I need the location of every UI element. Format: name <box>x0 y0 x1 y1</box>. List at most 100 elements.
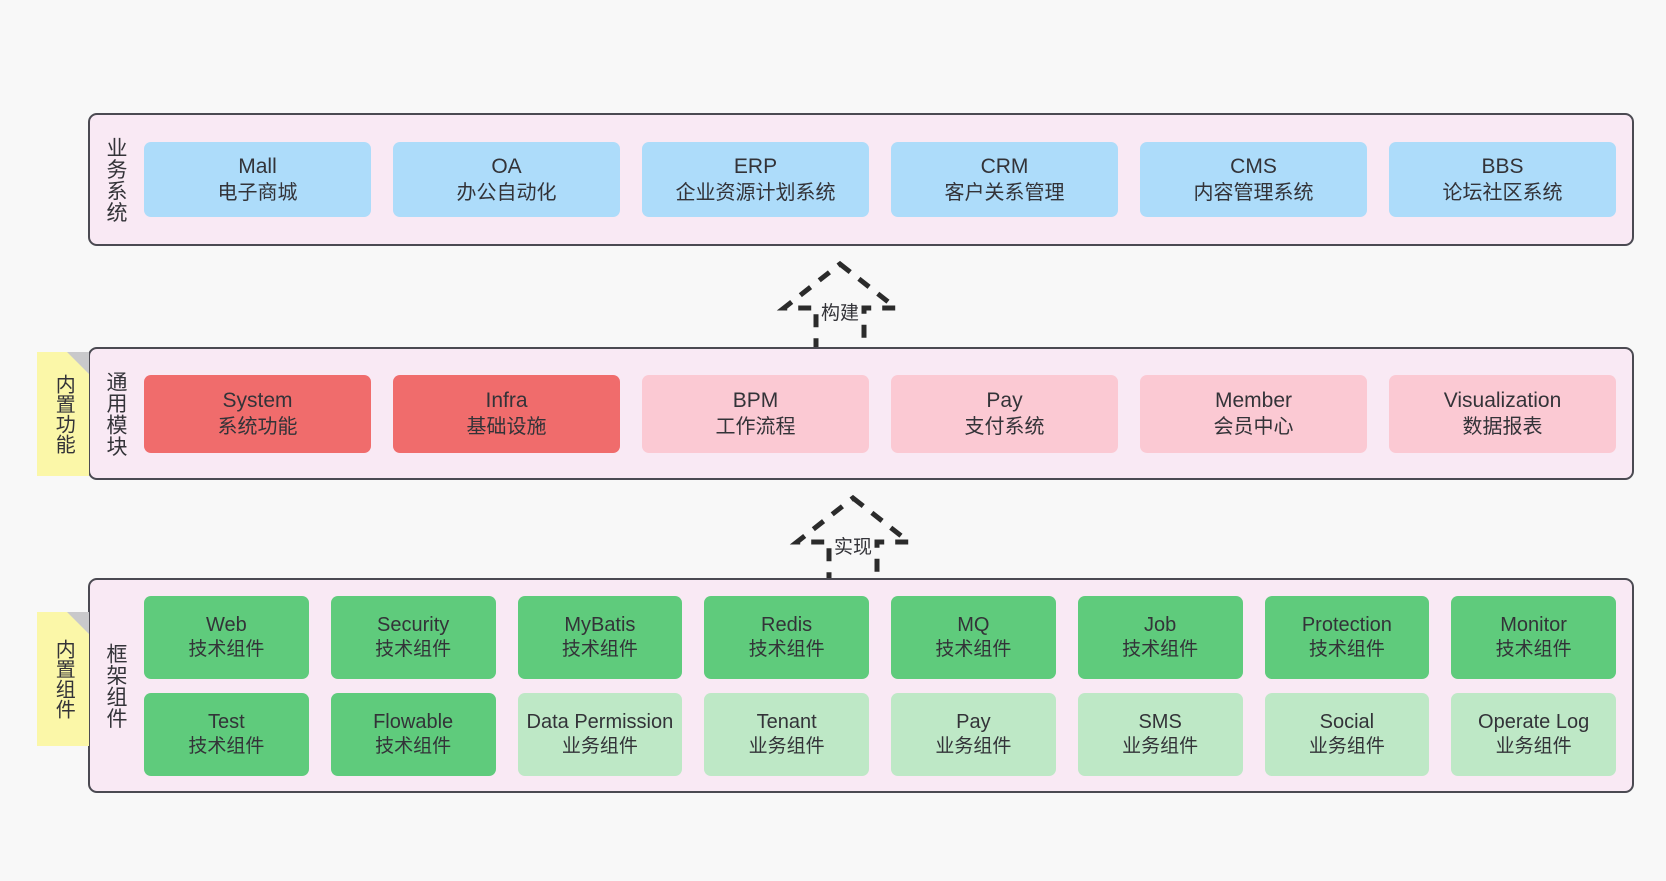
card-title-cn: 业务组件 <box>1308 735 1385 757</box>
card-title-en: Test <box>208 710 245 733</box>
card-title-cn: 技术组件 <box>375 638 452 660</box>
card-title-en: Flowable <box>373 710 454 733</box>
connector-build: 构建 <box>740 258 940 358</box>
card-title-en: System <box>222 388 293 412</box>
card-member[interactable]: Member 会员中心 <box>1140 374 1367 453</box>
layer-body-business: Mall 电子商城 OA 办公自动化 ERP 企业资源计划系统 CRM 客户关系… <box>140 115 1632 244</box>
connector-label-build: 构建 <box>820 303 860 324</box>
connector-implement: 实现 <box>753 492 953 592</box>
card-title-en: Tenant <box>756 710 817 733</box>
card-title-cn: 支付系统 <box>964 416 1045 439</box>
card-pay[interactable]: Pay 支付系统 <box>891 374 1118 453</box>
card-job[interactable]: Job 技术组件 <box>1077 595 1243 679</box>
card-title-cn: 系统功能 <box>217 416 298 439</box>
card-title-en: Protection <box>1301 613 1392 636</box>
card-infra[interactable]: Infra 基础设施 <box>393 374 620 453</box>
layer-body-modules: System 系统功能 Infra 基础设施 BPM 工作流程 Pay 支付系统… <box>140 349 1632 478</box>
layer-title-business: 业务系统 <box>103 136 127 223</box>
card-title-en: Web <box>205 613 247 636</box>
card-protection[interactable]: Protection 技术组件 <box>1264 595 1430 679</box>
sticky-note-label: 内置功能 <box>52 374 75 454</box>
card-title-en: Pay <box>986 388 1023 412</box>
sticky-note-builtin-component: 内置组件 <box>37 612 89 746</box>
cell-row: Test 技术组件 Flowable 技术组件 Data Permission … <box>144 692 1616 776</box>
card-title-cn: 技术组件 <box>935 638 1012 660</box>
card-title-cn: 业务组件 <box>1495 735 1572 757</box>
card-crm[interactable]: CRM 客户关系管理 <box>891 142 1118 217</box>
card-title-en: MQ <box>957 613 990 636</box>
card-title-en: Operate Log <box>1478 710 1590 733</box>
card-title-cn: 技术组件 <box>188 638 265 660</box>
card-title-en: Pay <box>956 710 991 733</box>
card-title-en: OA <box>491 154 522 178</box>
card-title-cn: 论坛社区系统 <box>1442 182 1563 205</box>
card-cms[interactable]: CMS 内容管理系统 <box>1140 142 1367 217</box>
connector-label-implement: 实现 <box>833 537 873 558</box>
card-erp[interactable]: ERP 企业资源计划系统 <box>642 142 869 217</box>
layer-common-modules: 通用模块 System 系统功能 Infra 基础设施 BPM 工作流程 Pay… <box>88 347 1634 480</box>
card-title-cn: 业务组件 <box>935 735 1012 757</box>
card-title-cn: 工作流程 <box>715 416 796 439</box>
card-flowable[interactable]: Flowable 技术组件 <box>330 692 496 776</box>
card-title-en: Job <box>1144 613 1177 636</box>
layer-title-framework: 框架组件 <box>103 642 127 729</box>
card-title-cn: 企业资源计划系统 <box>675 182 836 205</box>
layer-body-framework: Web 技术组件 Security 技术组件 MyBatis 技术组件 Redi… <box>140 580 1632 791</box>
card-title-en: BBS <box>1481 154 1524 178</box>
layer-business-systems: 业务系统 Mall 电子商城 OA 办公自动化 ERP 企业资源计划系统 CRM… <box>88 113 1634 246</box>
card-mall[interactable]: Mall 电子商城 <box>144 142 371 217</box>
card-title-cn: 技术组件 <box>1122 638 1199 660</box>
sticky-note-builtin-function: 内置功能 <box>37 352 89 476</box>
card-data-permission[interactable]: Data Permission 业务组件 <box>517 692 683 776</box>
card-title-en: Redis <box>761 613 813 636</box>
card-title-en: Security <box>377 613 450 636</box>
card-sms[interactable]: SMS 业务组件 <box>1077 692 1243 776</box>
card-mq[interactable]: MQ 技术组件 <box>891 595 1056 679</box>
card-visualization[interactable]: Visualization 数据报表 <box>1389 374 1616 453</box>
card-test[interactable]: Test 技术组件 <box>144 692 309 776</box>
card-mybatis[interactable]: MyBatis 技术组件 <box>517 595 683 679</box>
card-title-cn: 技术组件 <box>1308 638 1385 660</box>
card-title-cn: 基础设施 <box>466 416 547 439</box>
page-fold-icon <box>67 612 89 634</box>
cell-row: System 系统功能 Infra 基础设施 BPM 工作流程 Pay 支付系统… <box>144 374 1616 453</box>
card-system[interactable]: System 系统功能 <box>144 374 371 453</box>
cell-row: Mall 电子商城 OA 办公自动化 ERP 企业资源计划系统 CRM 客户关系… <box>144 142 1616 217</box>
card-tenant[interactable]: Tenant 业务组件 <box>704 692 869 776</box>
card-pay-component[interactable]: Pay 业务组件 <box>891 692 1056 776</box>
card-social[interactable]: Social 业务组件 <box>1264 692 1430 776</box>
card-title-en: BPM <box>732 388 779 412</box>
card-title-cn: 技术组件 <box>561 638 638 660</box>
card-title-cn: 业务组件 <box>748 735 825 757</box>
card-title-en: Member <box>1214 388 1293 412</box>
card-web[interactable]: Web 技术组件 <box>144 595 309 679</box>
card-oa[interactable]: OA 办公自动化 <box>393 142 620 217</box>
page-fold-icon <box>67 352 89 374</box>
card-bbs[interactable]: BBS 论坛社区系统 <box>1389 142 1616 217</box>
card-title-en: Visualization <box>1443 388 1562 412</box>
card-title-en: Monitor <box>1500 613 1567 636</box>
cell-row: Web 技术组件 Security 技术组件 MyBatis 技术组件 Redi… <box>144 595 1616 679</box>
card-title-en: MyBatis <box>564 613 636 636</box>
card-title-en: Social <box>1319 710 1375 733</box>
sticky-note-label: 内置组件 <box>52 639 75 719</box>
card-title-cn: 技术组件 <box>748 638 825 660</box>
card-security[interactable]: Security 技术组件 <box>330 595 496 679</box>
card-redis[interactable]: Redis 技术组件 <box>704 595 869 679</box>
card-title-cn: 技术组件 <box>188 735 265 757</box>
card-title-cn: 业务组件 <box>1122 735 1199 757</box>
card-title-cn: 客户关系管理 <box>944 182 1065 205</box>
card-monitor[interactable]: Monitor 技术组件 <box>1451 595 1616 679</box>
card-bpm[interactable]: BPM 工作流程 <box>642 374 869 453</box>
card-title-en: ERP <box>733 154 778 178</box>
card-title-en: CMS <box>1230 154 1277 178</box>
card-title-cn: 内容管理系统 <box>1193 182 1314 205</box>
card-title-en: Data Permission <box>526 710 674 733</box>
card-title-cn: 技术组件 <box>1495 638 1572 660</box>
card-title-cn: 会员中心 <box>1213 416 1294 439</box>
card-operate-log[interactable]: Operate Log 业务组件 <box>1451 692 1616 776</box>
card-title-cn: 数据报表 <box>1462 416 1543 439</box>
card-title-en: CRM <box>980 154 1029 178</box>
layer-title-modules: 通用模块 <box>103 370 127 457</box>
